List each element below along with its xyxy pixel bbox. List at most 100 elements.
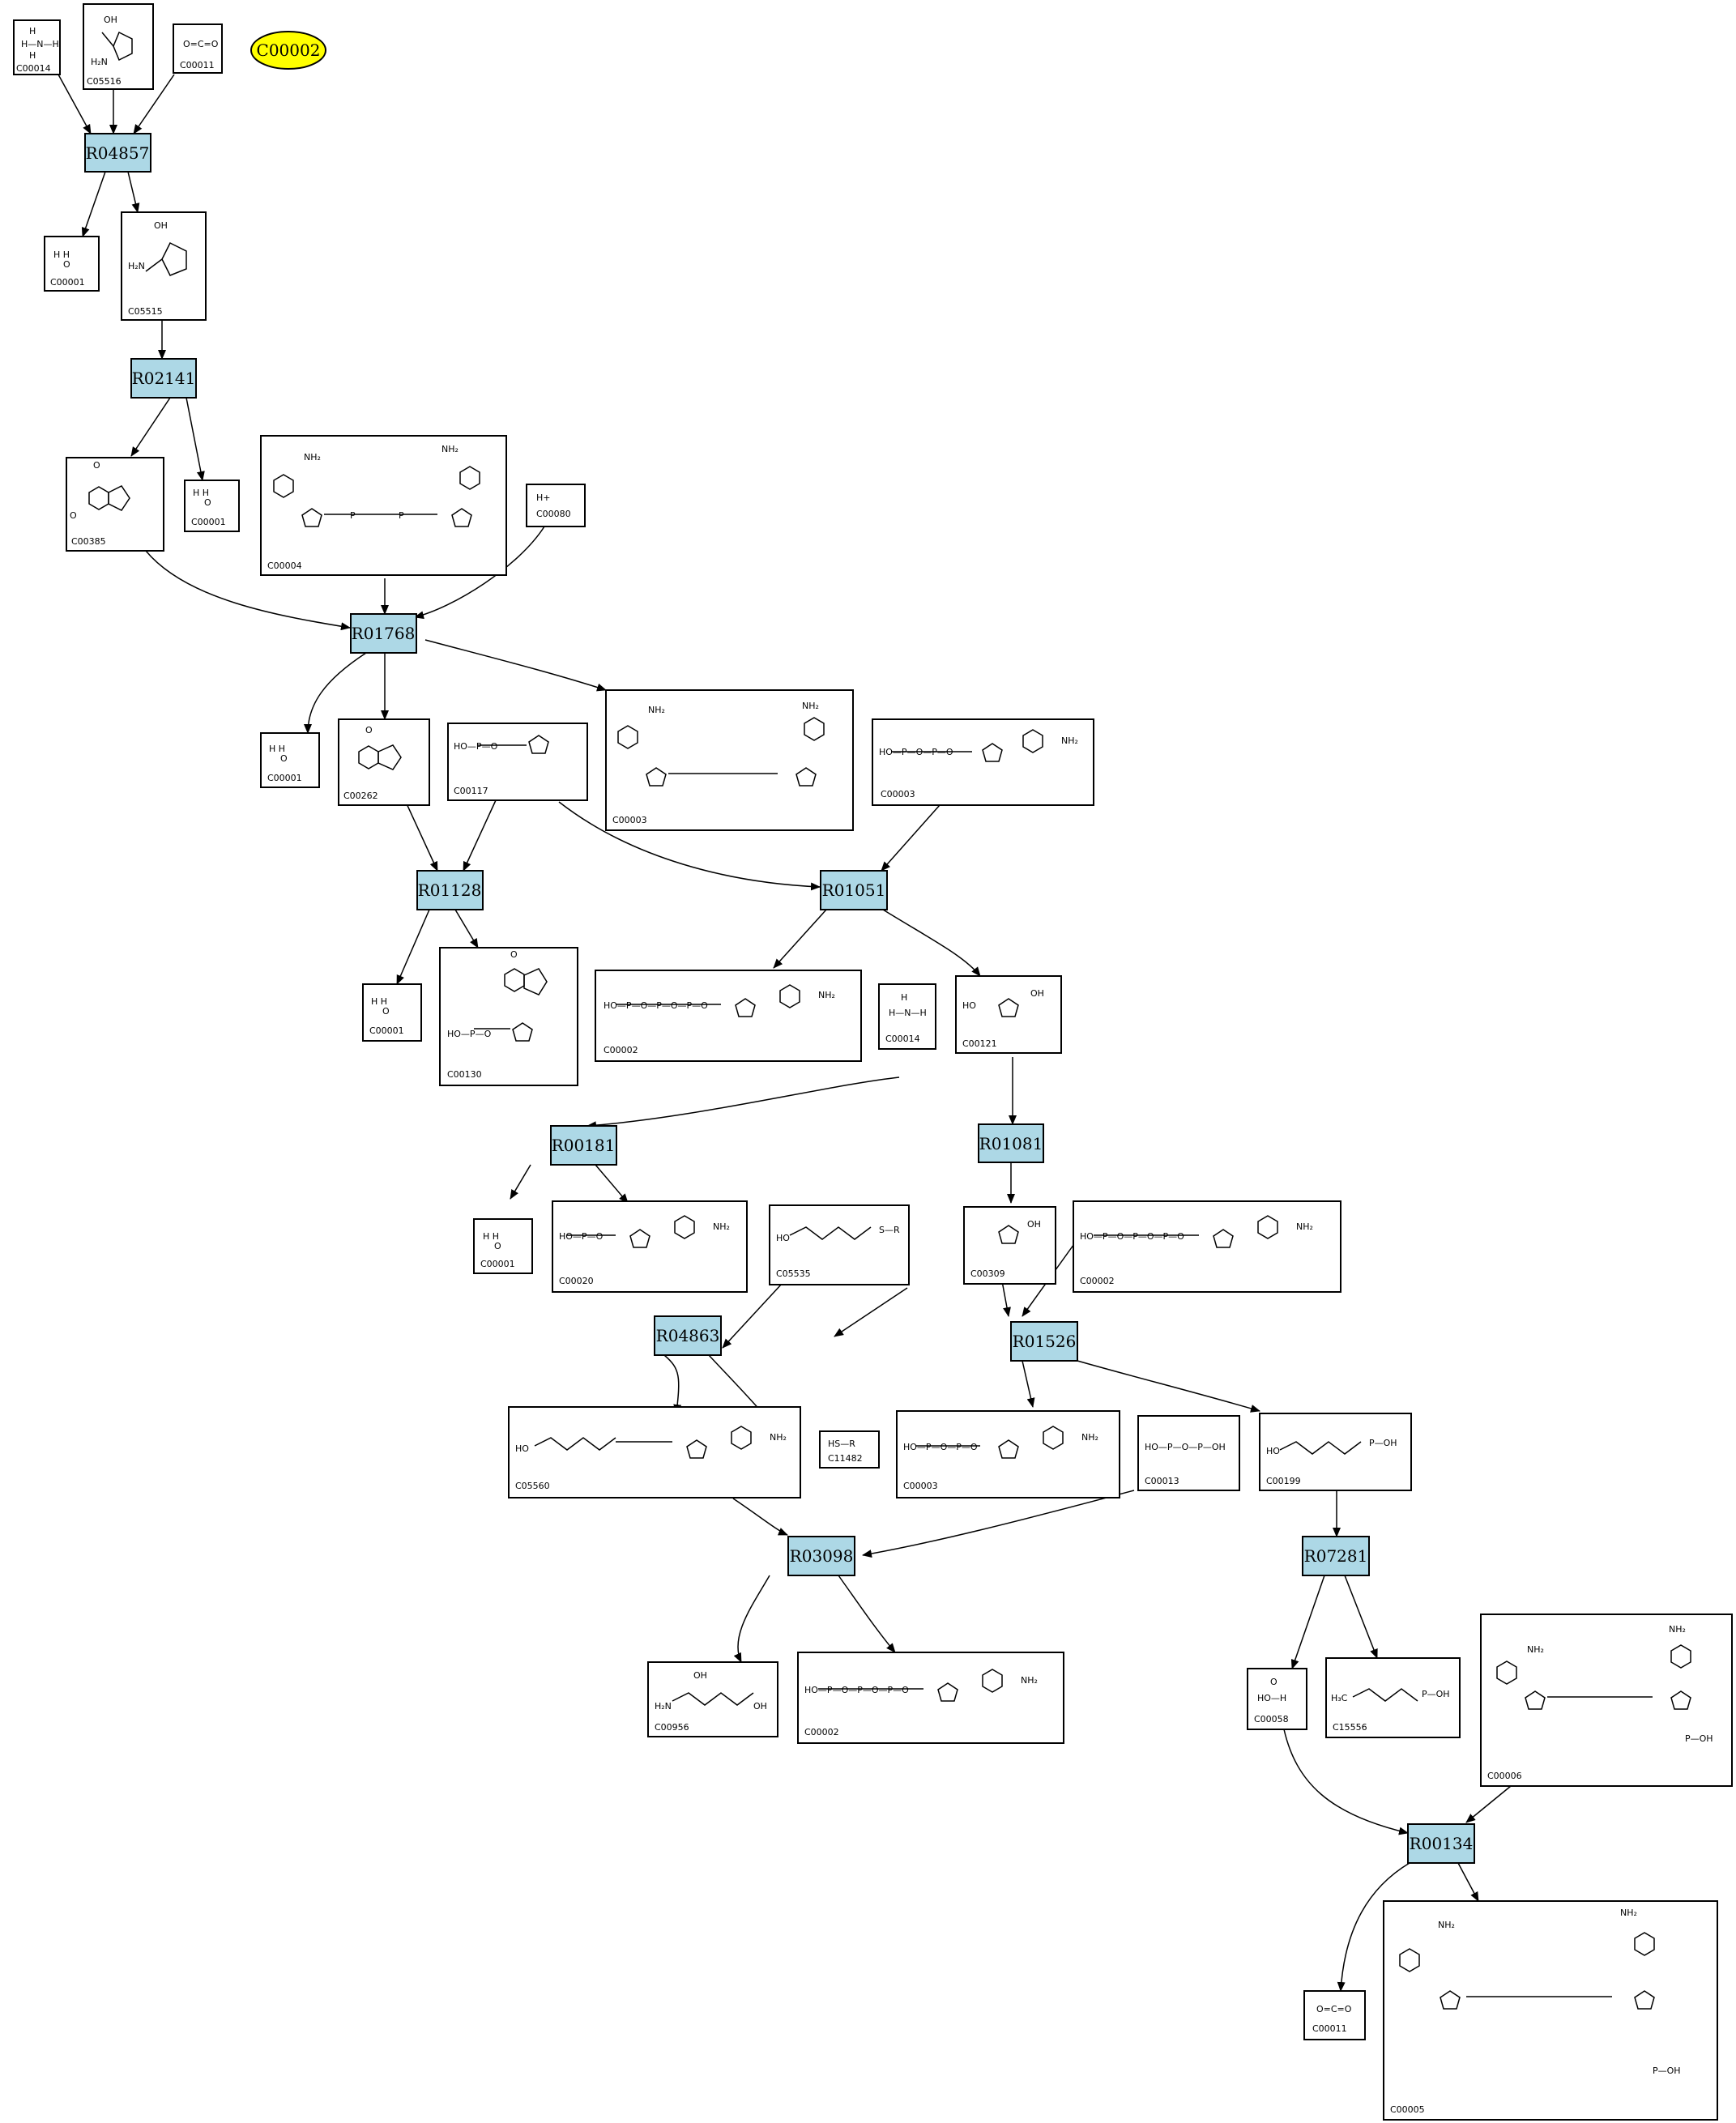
reaction-r00134[interactable]: R00134 (1407, 1823, 1475, 1864)
formula: P—OH (1369, 1438, 1397, 1448)
compound-c00385[interactable]: O O C00385 (66, 457, 164, 552)
edges (58, 74, 1512, 1992)
compound-c00003[interactable]: NH₂ NH₂ C00003 (605, 689, 854, 831)
compound-c00003[interactable]: HO—P—O—P—O NH₂ C00003 (896, 1410, 1120, 1498)
compound-c00020[interactable]: HO—P—O NH₂ C00020 (552, 1200, 748, 1293)
compound-label: C00956 (655, 1722, 689, 1733)
reaction-r03098[interactable]: R03098 (787, 1536, 855, 1576)
reaction-r00181[interactable]: R00181 (550, 1125, 617, 1166)
compound-c00001[interactable]: H H O C00001 (473, 1218, 533, 1274)
reaction-label: R00181 (552, 1136, 616, 1155)
reaction-r07281[interactable]: R07281 (1302, 1536, 1370, 1576)
formula: H H (193, 488, 209, 498)
compound-c00956[interactable]: OH H₂N OH C00956 (647, 1661, 778, 1737)
compound-c05515[interactable]: OH H₂N C05515 (121, 211, 207, 321)
reaction-r01051[interactable]: R01051 (820, 870, 888, 910)
reaction-label: R07281 (1304, 1546, 1368, 1566)
formula: H H (371, 996, 387, 1007)
formula: NH₂ (441, 444, 459, 454)
compound-c00003[interactable]: HO—P—O—P—O NH₂ C00003 (872, 718, 1094, 806)
compound-c05516[interactable]: OH H₂N C05516 (83, 3, 154, 90)
compound-c00011[interactable]: O=C=O C00011 (1303, 1990, 1366, 2040)
formula: O (1270, 1677, 1277, 1687)
compound-c05560[interactable]: HO NH₂ C05560 (508, 1406, 801, 1498)
reaction-label: R04857 (86, 143, 150, 163)
reaction-r01128[interactable]: R01128 (416, 870, 484, 910)
compound-c00011[interactable]: O=C=O C00011 (173, 23, 223, 74)
compound-c00014[interactable]: H H—N—H C00014 (878, 983, 936, 1050)
reaction-r04863[interactable]: R04863 (654, 1315, 722, 1356)
compound-c00309[interactable]: OH C00309 (963, 1206, 1056, 1285)
compound-c00005[interactable]: NH₂ NH₂ P—OH C00005 (1383, 1900, 1718, 2121)
reaction-r04857[interactable]: R04857 (84, 133, 151, 173)
compound-c00002[interactable]: HO—P—O—P—O—P—O NH₂ C00002 (595, 970, 862, 1062)
compound-c15556[interactable]: H₃C P—OH C15556 (1325, 1657, 1461, 1738)
compound-label: C00003 (612, 815, 647, 825)
compound-label: C00011 (1312, 2023, 1347, 2034)
compound-label: C00130 (447, 1069, 482, 1080)
formula: H₂N (655, 1701, 672, 1712)
formula: NH₂ (1620, 1908, 1637, 1918)
compound-c00014[interactable]: H H—N—H H C00014 (13, 19, 61, 75)
formula: H₃C (1331, 1693, 1348, 1703)
reaction-label: R01768 (352, 624, 416, 643)
formula: NH₂ (1438, 1920, 1455, 1930)
formula: H+ (536, 492, 551, 503)
formula: O (204, 497, 211, 508)
compound-c00013[interactable]: HO—P—O—P—OH C00013 (1137, 1415, 1240, 1491)
formula: H (901, 992, 907, 1003)
compound-label: C00011 (180, 60, 215, 70)
compound-c05535[interactable]: HO S—R C05535 (769, 1204, 910, 1285)
formula: O (93, 460, 100, 471)
compound-c00002[interactable]: HO—P—O—P—O—P—O NH₂ C00002 (797, 1652, 1064, 1744)
compound-c00262[interactable]: O C00262 (338, 718, 430, 806)
compound-label: C00014 (16, 63, 51, 74)
compound-label: C00385 (71, 536, 106, 547)
reaction-r01526[interactable]: R01526 (1010, 1321, 1078, 1362)
reaction-r01081[interactable]: R01081 (978, 1123, 1044, 1163)
formula: NH₂ (304, 452, 321, 463)
formula: OH (693, 1670, 707, 1681)
compound-label: C15556 (1333, 1722, 1367, 1733)
compound-label: C00013 (1145, 1476, 1179, 1486)
formula: O (70, 510, 77, 521)
formula: H—N—H (889, 1008, 927, 1018)
reaction-label: R01128 (418, 880, 482, 900)
reaction-r02141[interactable]: R02141 (130, 358, 197, 399)
compound-c00001[interactable]: H H O C00001 (362, 983, 422, 1042)
compound-c00006[interactable]: NH₂ NH₂ P—OH C00006 (1480, 1614, 1733, 1787)
compound-c00002[interactable]: HO—P—O—P—O—P—O NH₂ C00002 (1073, 1200, 1341, 1293)
compound-c00117[interactable]: HO—P—O C00117 (447, 723, 588, 801)
reaction-r01768[interactable]: R01768 (350, 613, 417, 654)
compound-c00001[interactable]: H H O C00001 (260, 732, 320, 788)
compound-label: C00001 (267, 773, 302, 783)
formula: P—OH (1653, 2065, 1681, 2076)
formula: HO—P—O—P—O—P—O (804, 1685, 909, 1695)
formula: NH₂ (802, 701, 819, 711)
compound-c00058[interactable]: O HO—H C00058 (1247, 1668, 1307, 1730)
compound-c11482[interactable]: HS—R C11482 (819, 1430, 880, 1469)
start-node-label: C00002 (257, 40, 321, 60)
reaction-label: R01051 (822, 880, 886, 900)
compound-c00001[interactable]: H H O C00001 (184, 480, 240, 532)
compound-label: C00003 (881, 789, 915, 799)
compound-label: C11482 (828, 1453, 863, 1464)
formula: O (280, 753, 288, 764)
compound-c00130[interactable]: O HO—P—O C00130 (439, 947, 578, 1086)
compound-label: C00004 (267, 561, 302, 571)
formula: O (365, 725, 373, 735)
formula: HS—R (828, 1439, 855, 1449)
formula: H (29, 26, 36, 36)
compound-c00001[interactable]: H H O C00001 (44, 236, 100, 292)
compound-c00199[interactable]: HO P—OH C00199 (1259, 1413, 1412, 1491)
formula: NH₂ (1669, 1624, 1686, 1635)
compound-c00121[interactable]: HO OH C00121 (955, 975, 1062, 1054)
start-node[interactable]: C00002 (250, 31, 326, 70)
compound-label: C00199 (1266, 1476, 1301, 1486)
formula: P (399, 510, 404, 521)
compound-c00004[interactable]: NH₂ NH₂ P P C00004 (260, 435, 507, 576)
compound-c00080[interactable]: H+ C00080 (526, 484, 586, 527)
compound-label: C00020 (559, 1276, 594, 1286)
formula: H H (269, 744, 285, 754)
